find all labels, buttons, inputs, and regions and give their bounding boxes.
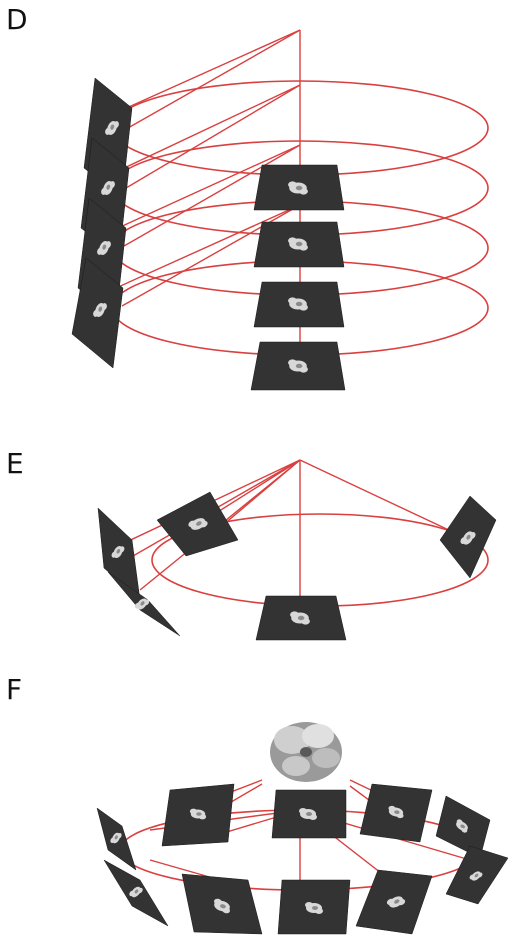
panel-e-diagram — [97, 459, 497, 641]
panel-f-3d-model — [270, 722, 342, 782]
panel-label-d: D — [6, 3, 28, 36]
panel-label-e: E — [6, 447, 24, 480]
panel-f-diagram — [96, 722, 508, 935]
panel-d-diagram — [71, 29, 489, 391]
panel-e-tiles — [97, 491, 497, 641]
panel-label-f: F — [6, 673, 23, 706]
panel-d-rays — [115, 29, 301, 307]
panel-d-side-tiles — [71, 77, 133, 369]
panel-f-tiles — [96, 783, 508, 935]
panel-d-center-tiles — [250, 164, 346, 391]
